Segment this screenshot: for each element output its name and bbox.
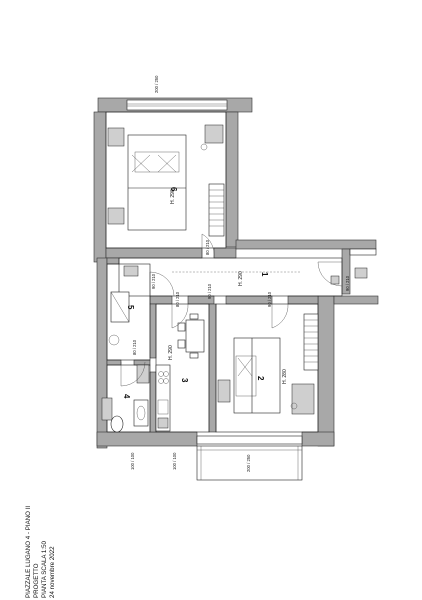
wardrobe: [208, 183, 225, 237]
room-5: 5: [106, 263, 151, 361]
room-6-number: 6: [169, 187, 178, 192]
room-2: 2 H. 280 90 / 210: [207, 283, 319, 433]
double-bed: [127, 134, 187, 231]
room-3: 3 H. 290 80 / 210: [155, 291, 210, 433]
room-4-number: 4: [122, 394, 131, 399]
title-line-2: PROGETTO: [33, 563, 40, 598]
double-bed-2: [233, 337, 281, 414]
dim-door-right: 90 / 210: [345, 275, 350, 291]
title-line-1: PIAZZALE LUGANO 4 - PIANO II: [25, 506, 32, 598]
dim-door-room6: 80 / 210: [205, 239, 210, 255]
dim-door-room2: 90 / 210: [207, 283, 212, 299]
room-5-number: 5: [126, 305, 135, 310]
dim-top-window: 200 / 250: [154, 75, 159, 93]
room-6: 6 H. 290 200 / 250 80 / 210: [105, 75, 227, 259]
dim-door-entry: 90 / 210: [267, 291, 272, 307]
title-line-4: 24 novembre 2022: [49, 546, 56, 598]
balcony: [196, 445, 303, 481]
title-block: PIAZZALE LUGANO 4 - PIANO II PROGETTO PI…: [25, 506, 56, 598]
dim-bottom-window-left-a: 100 / 100: [130, 452, 135, 470]
dim-door-kitchen: 80 / 210: [175, 291, 180, 307]
room-2-number: 2: [256, 376, 265, 381]
dim-door-bath: 80 / 210: [132, 339, 137, 355]
room-1: 1 H. 290 90 / 210 90 / 210 90 / 210: [118, 248, 377, 307]
room-3-height: H. 290: [168, 345, 174, 360]
kitchen-counter: [155, 364, 171, 432]
dim-bottom-window-right: 200 / 250: [246, 454, 251, 472]
room-2-height: H. 280: [282, 369, 288, 384]
toilet: [110, 415, 124, 433]
room-3-number: 3: [180, 378, 189, 383]
sink: [133, 399, 149, 427]
dim-door-corridor-left: 90 / 210: [151, 273, 156, 289]
wardrobe-2: [303, 313, 319, 371]
title-line-3: PIANTA SCALA 1:50: [41, 540, 48, 598]
dim-bottom-window-left-b: 100 / 100: [172, 452, 177, 470]
room-1-height: H. 290: [238, 271, 244, 286]
dining-table: [185, 319, 205, 353]
room-6-height: H. 290: [170, 189, 176, 204]
room-4: 4 80 / 210: [101, 339, 151, 433]
room-1-number: 1: [260, 272, 269, 277]
top-window: [126, 99, 228, 111]
